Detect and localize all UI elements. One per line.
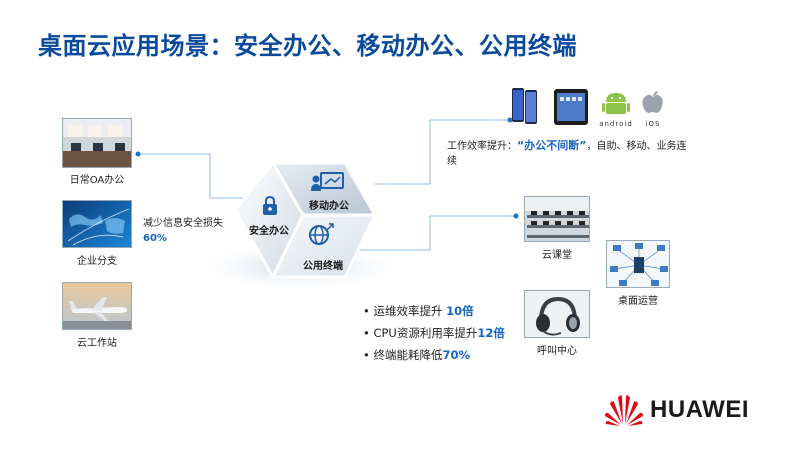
network-diagram [606, 240, 670, 288]
android-icon: android [598, 90, 634, 130]
headset-photo [524, 290, 590, 338]
scenario-label-desktop-ops: 桌面运营 [618, 296, 658, 307]
benefit-item: • 终端能耗降低70% [363, 348, 470, 362]
security-note-text: 减少信息安全损失 [143, 218, 223, 229]
benefit-value: 12倍 [477, 326, 505, 340]
benefits-list: • 运维效率提升 10倍 • CPU资源利用率提升12倍 • 终端能耗降低70% [363, 303, 505, 363]
world-map-photo [62, 200, 132, 248]
mobile-note-suffix: ，自助、移动、业务连续 [447, 141, 687, 167]
remote-user-icon [311, 172, 344, 191]
lock-icon [263, 195, 277, 215]
security-note-value: 60% [143, 233, 167, 244]
cube-face-mobile-office: 移动办公 [309, 201, 349, 212]
apple-icon: iOS [638, 90, 668, 130]
scenario-label-classroom: 云课堂 [542, 250, 572, 261]
scenario-cube [205, 160, 395, 289]
benefit-item: • 运维效率提升 10倍 [363, 304, 474, 318]
benefit-item: • CPU资源利用率提升12倍 [363, 326, 505, 340]
scenario-label-branch: 企业分支 [77, 256, 117, 267]
benefit-value: 70% [442, 348, 470, 362]
scenario-label-workstation: 云工作站 [77, 338, 117, 349]
mobile-note-quote: “办公不间断” [517, 139, 587, 152]
huawei-logo-icon [604, 392, 644, 426]
page-title: 桌面云应用场景：安全办公、移动办公、公用终端 [38, 32, 577, 60]
phone-icon [510, 86, 540, 126]
security-note: 减少信息安全损失 60% [143, 216, 238, 246]
mobile-note-prefix: 工作效率提升： [447, 141, 517, 152]
classroom-photo [524, 196, 590, 242]
scenario-label-office: 日常OA办公 [69, 175, 125, 186]
airplane-photo [62, 282, 132, 330]
benefit-text: 终端能耗降低 [373, 348, 443, 362]
benefit-text: CPU资源利用率提升 [373, 326, 478, 340]
office-photo [62, 118, 132, 168]
tablet-icon [552, 88, 592, 126]
ios-label: iOS [645, 120, 661, 128]
scenario-label-call-center: 呼叫中心 [537, 346, 577, 357]
benefit-text: 运维效率提升 [373, 304, 447, 318]
android-label: android [599, 120, 633, 128]
globe-icon [309, 223, 334, 245]
huawei-logo-text: HUAWEI [650, 396, 749, 423]
benefit-value: 10倍 [446, 304, 474, 318]
mobile-note: 工作效率提升：“办公不间断”，自助、移动、业务连续 [447, 138, 687, 169]
cube-face-public-terminal: 公用终端 [303, 261, 343, 272]
cube-face-secure-office: 安全办公 [249, 226, 289, 237]
